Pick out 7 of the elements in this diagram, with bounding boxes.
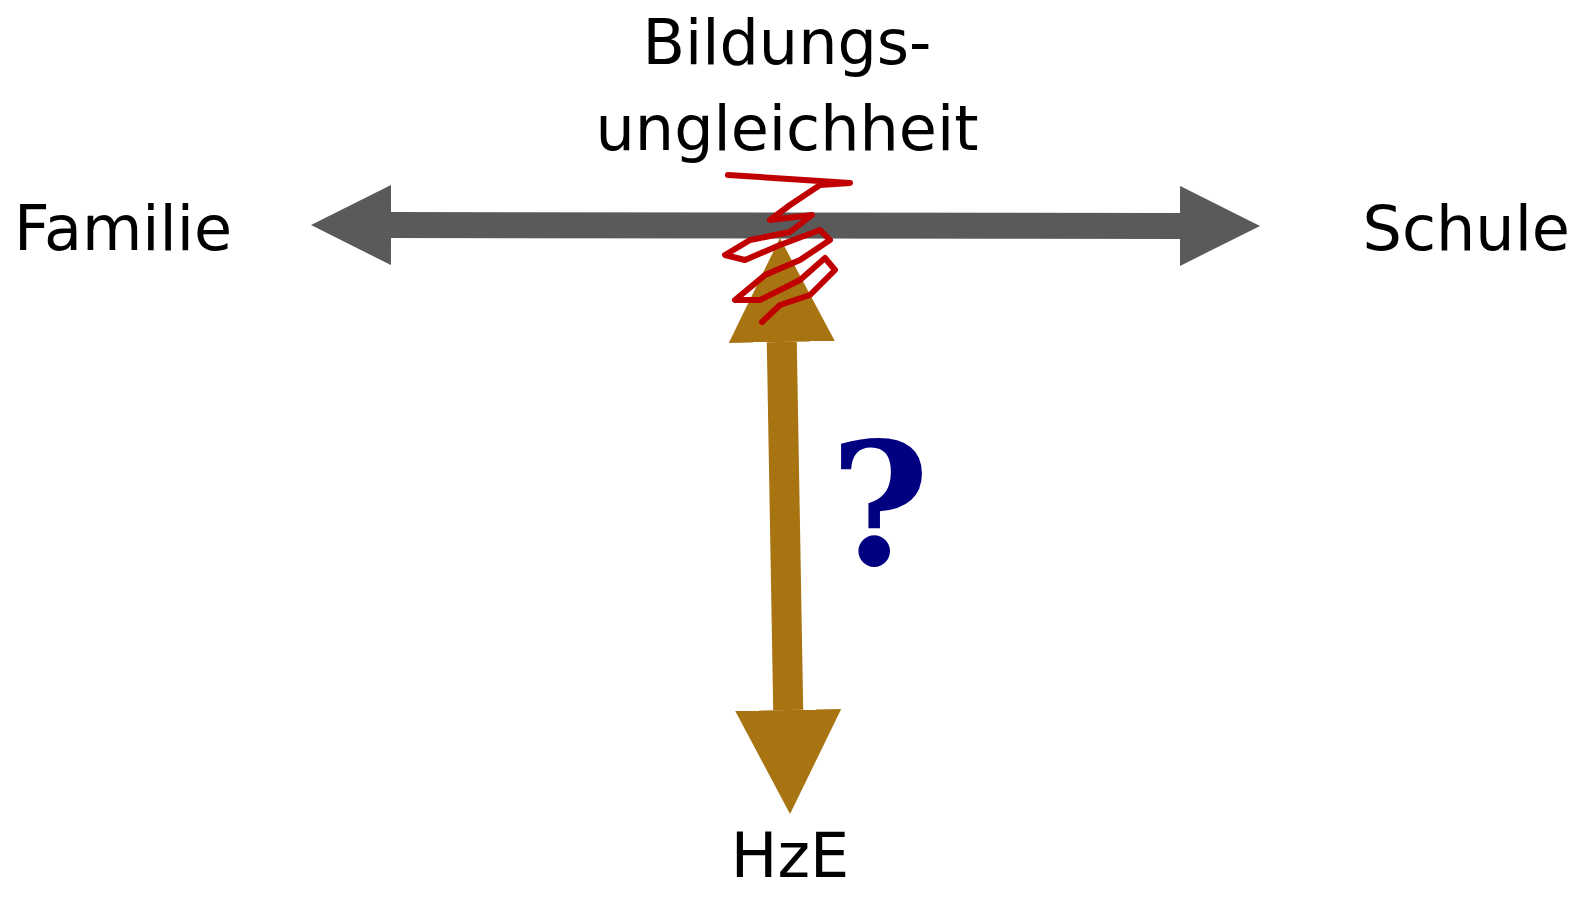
node-label: Familie: [14, 191, 233, 267]
node-label: Schule: [1362, 191, 1570, 267]
question-mark: ?: [830, 420, 930, 590]
double-arrow: [728, 238, 842, 814]
node-label: Bildungs- ungleichheit: [594, 5, 980, 167]
double-arrow: [311, 185, 1260, 266]
node-label: HzE: [730, 817, 850, 894]
